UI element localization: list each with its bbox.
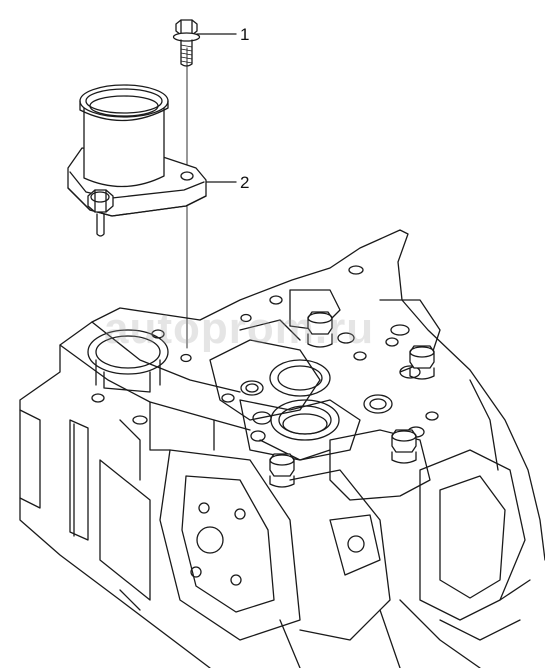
watermark-text: autoprom.ru <box>104 304 375 353</box>
bolt-part <box>172 19 201 67</box>
thermostat-housing-part <box>67 84 207 237</box>
callout-label-1: 1 <box>240 25 250 44</box>
callout-label-2: 2 <box>240 173 250 192</box>
cylinder-head-assembly <box>19 229 545 668</box>
